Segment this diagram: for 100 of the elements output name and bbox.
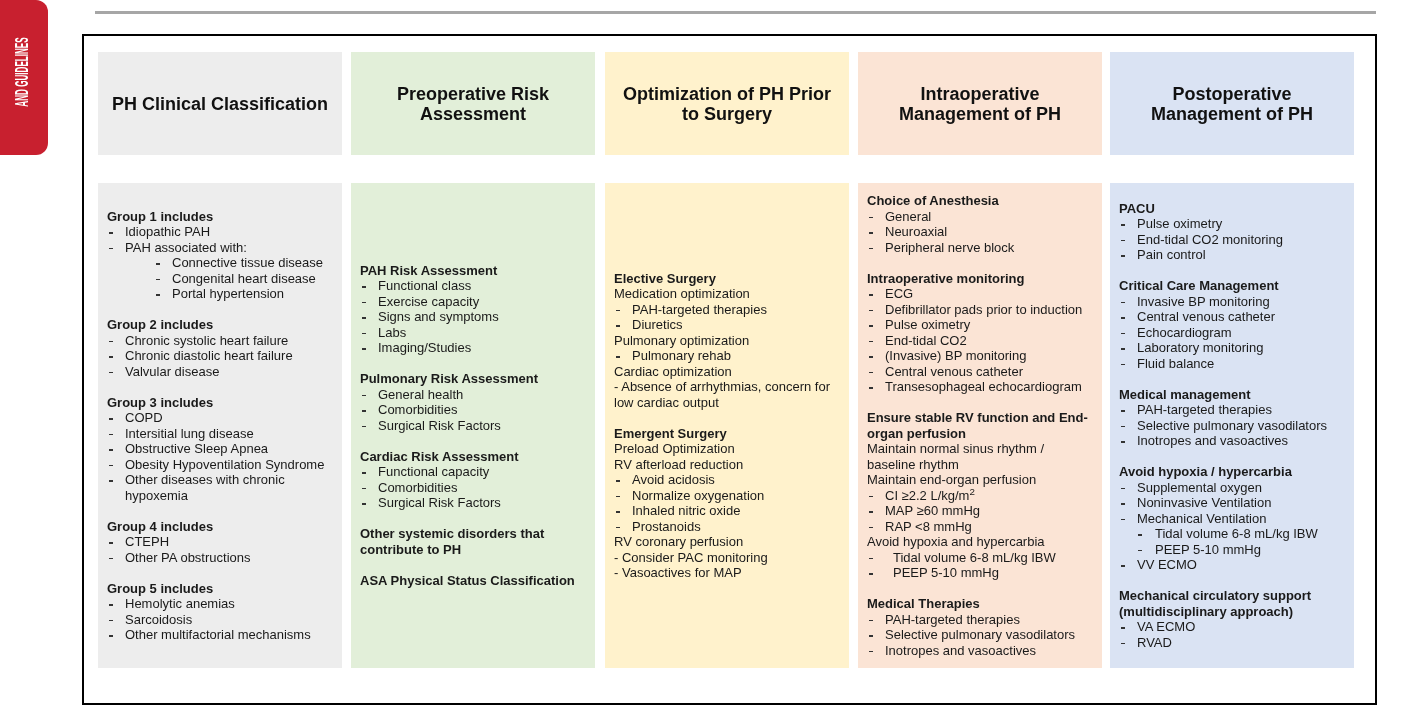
list-item: Functional capacity [378, 464, 491, 480]
list-item: Obesity Hypoventilation Syndrome [125, 456, 326, 472]
item-text: RV afterload reduction [614, 456, 745, 472]
header-panel [351, 52, 595, 155]
list-item: VA ECMO [1137, 619, 1197, 635]
list-item: PAH associated with: [125, 239, 248, 255]
list-item: PEEP 5-10 mmHg [1155, 541, 1262, 558]
list-item: PEEP 5-10 mmHg [893, 565, 1000, 581]
content-panel [858, 183, 1102, 668]
item-text: Preload Optimization [614, 441, 736, 457]
item-text: Maintain normal sinus rhythm / baseline rhythm [867, 441, 1045, 472]
group-heading: Emergent Surgery [614, 425, 728, 441]
list-item: Comorbidities [378, 479, 459, 496]
list-item: Portal hypertension [172, 286, 285, 302]
group-heading: PACU [1119, 200, 1156, 217]
list-item: Intersitial lung disease [125, 425, 255, 441]
list-item: Other diseases with chronic hypoxemia [125, 472, 286, 503]
item-text: RV coronary perfusion [614, 534, 745, 550]
column-title: Optimization of PH Prior to Surgery [622, 83, 832, 124]
list-item: Inhaled nitric oxide [632, 503, 742, 519]
list-item: Mechanical Ventilation [1137, 510, 1268, 527]
content-panel [605, 183, 849, 668]
list-item: Chronic diastolic heart failure [125, 348, 294, 364]
item-text: - Consider PAC monitoring [614, 549, 769, 565]
list-item: General health [378, 386, 465, 403]
group-heading: Mechanical circulatory support (multidisciplinary approach) [1119, 588, 1313, 620]
list-item: Central venous catheter [885, 363, 1025, 379]
header-panel [605, 52, 849, 155]
content-panel [1110, 183, 1354, 668]
list-item: Peripheral nerve block [885, 239, 1016, 255]
group-heading: Pulmonary Risk Assessment [360, 371, 539, 387]
list-item: COPD [125, 410, 164, 426]
group-heading: Choice of Anesthesia [867, 193, 1000, 209]
column-title: Intraoperative Management of PH [898, 83, 1062, 124]
list-item: Hemolytic anemias [125, 596, 236, 612]
list-item: Surgical Risk Factors [378, 417, 502, 434]
list-item: Pulse oximetry [885, 317, 972, 333]
list-item: Other PA obstructions [125, 549, 252, 565]
group-heading: Avoid hypoxia / hypercarbia [1119, 464, 1293, 480]
group-heading: PAH Risk Assessment [360, 262, 499, 279]
list-item: RAP <8 mmHg [885, 518, 973, 534]
column-title: Postoperative Management of PH [1150, 83, 1314, 124]
list-item: Transesophageal echocardiogram [885, 379, 1083, 395]
group-heading: Group 1 includes [107, 208, 215, 224]
section-tab-label: AND GUIDELINES [13, 37, 31, 107]
item-text: - Absence of arrhythmias, concern for low cardiac output [614, 379, 832, 410]
list-item: End-tidal CO2 [885, 332, 968, 348]
content-panel [351, 183, 595, 668]
group-heading: Group 3 includes [107, 394, 215, 410]
list-item: Functional class [378, 278, 473, 294]
list-item: Valvular disease [125, 363, 221, 379]
list-item: MAP ≥60 mmHg [885, 503, 982, 519]
column-title: Preoperative Risk Assessment [395, 83, 551, 124]
group-heading: Elective Surgery [614, 270, 717, 286]
list-item: Signs and symptoms [378, 309, 500, 325]
group-heading: Group 4 includes [107, 518, 215, 534]
list-item: End-tidal CO2 monitoring [1137, 231, 1284, 248]
list-item: (Invasive) BP monitoring [885, 348, 1028, 364]
list-item: Prostanoids [632, 518, 702, 534]
list-item: Inotropes and vasoactives [885, 642, 1038, 658]
content-panel [98, 183, 342, 668]
column-title: PH Clinical Classification [111, 93, 329, 114]
list-item: Supplemental oxygen [1137, 479, 1264, 496]
list-item: Pain control [1137, 247, 1207, 263]
list-item: Diuretics [632, 317, 684, 333]
list-item: Central venous catheter [1137, 309, 1277, 325]
list-item: Tidal volume 6-8 mL/kg IBW [893, 549, 1057, 565]
list-item: Congenital heart disease [172, 270, 317, 286]
list-item: Fluid balance [1137, 355, 1216, 372]
group-heading: Medical management [1119, 386, 1252, 403]
list-item: Imaging/Studies [378, 340, 473, 356]
list-item: Pulmonary rehab [632, 348, 732, 364]
group-heading: Cardiac Risk Assessment [360, 448, 520, 465]
group-heading: Medical Therapies [867, 596, 981, 612]
header-panel [858, 52, 1102, 155]
list-item: Echocardiogram [1137, 324, 1233, 341]
group-heading: Group 2 includes [107, 317, 215, 333]
list-item: Invasive BP monitoring [1137, 293, 1271, 310]
list-item: General [885, 208, 933, 224]
list-item: Sarcoidosis [125, 611, 194, 627]
list-item: Pulse oximetry [1137, 216, 1224, 232]
group-heading: Intraoperative monitoring [867, 270, 1026, 286]
list-item: PAH-targeted therapies [1137, 402, 1273, 418]
list-item: Noninvasive Ventilation [1137, 495, 1273, 511]
list-item: Selective pulmonary vasodilators [885, 627, 1077, 643]
list-item: VV ECMO [1137, 557, 1198, 573]
list-item: Obstructive Sleep Apnea [125, 441, 270, 457]
list-item: Connective tissue disease [172, 255, 325, 271]
list-item: Exercise capacity [378, 293, 481, 310]
list-item: Chronic systolic heart failure [125, 332, 290, 348]
list-item: RVAD [1137, 634, 1173, 651]
list-item: Surgical Risk Factors [378, 495, 502, 511]
list-item: Inotropes and vasoactives [1137, 433, 1290, 449]
group-heading: Critical Care Management [1119, 278, 1280, 294]
list-item: Tidal volume 6-8 mL/kg IBW [1155, 526, 1319, 542]
item-text: Maintain end-organ perfusion [867, 472, 1038, 488]
list-item: PAH-targeted therapies [632, 301, 768, 317]
group-heading: Ensure stable RV function and End-organ perfusion [867, 410, 1089, 441]
item-text: Medication optimization [614, 286, 751, 302]
list-item: Comorbidities [378, 402, 459, 418]
